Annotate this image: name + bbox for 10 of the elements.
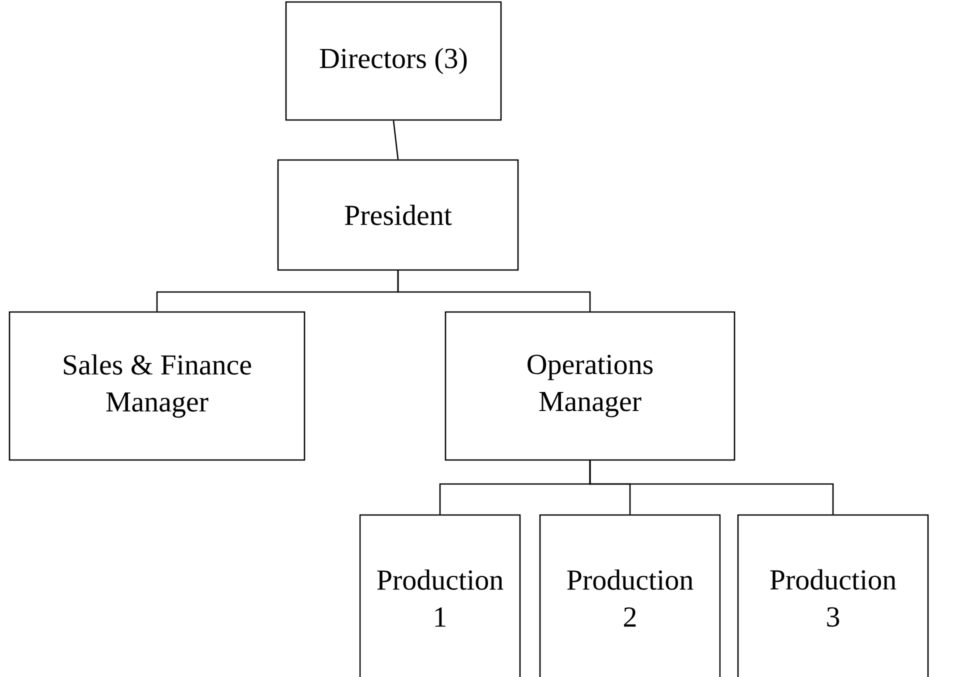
org-box: President xyxy=(277,159,519,271)
connector-line xyxy=(397,270,591,312)
org-box: Production 1 xyxy=(359,514,521,677)
org-box: Sales & Finance Manager xyxy=(8,311,306,461)
connector-line xyxy=(589,460,834,514)
connector-line xyxy=(392,120,399,160)
org-box: Directors (3) xyxy=(285,1,502,121)
org-box: Production 2 xyxy=(539,514,721,677)
org-box: Operations Manager xyxy=(444,311,736,461)
org-box: Production 3 xyxy=(737,514,929,677)
